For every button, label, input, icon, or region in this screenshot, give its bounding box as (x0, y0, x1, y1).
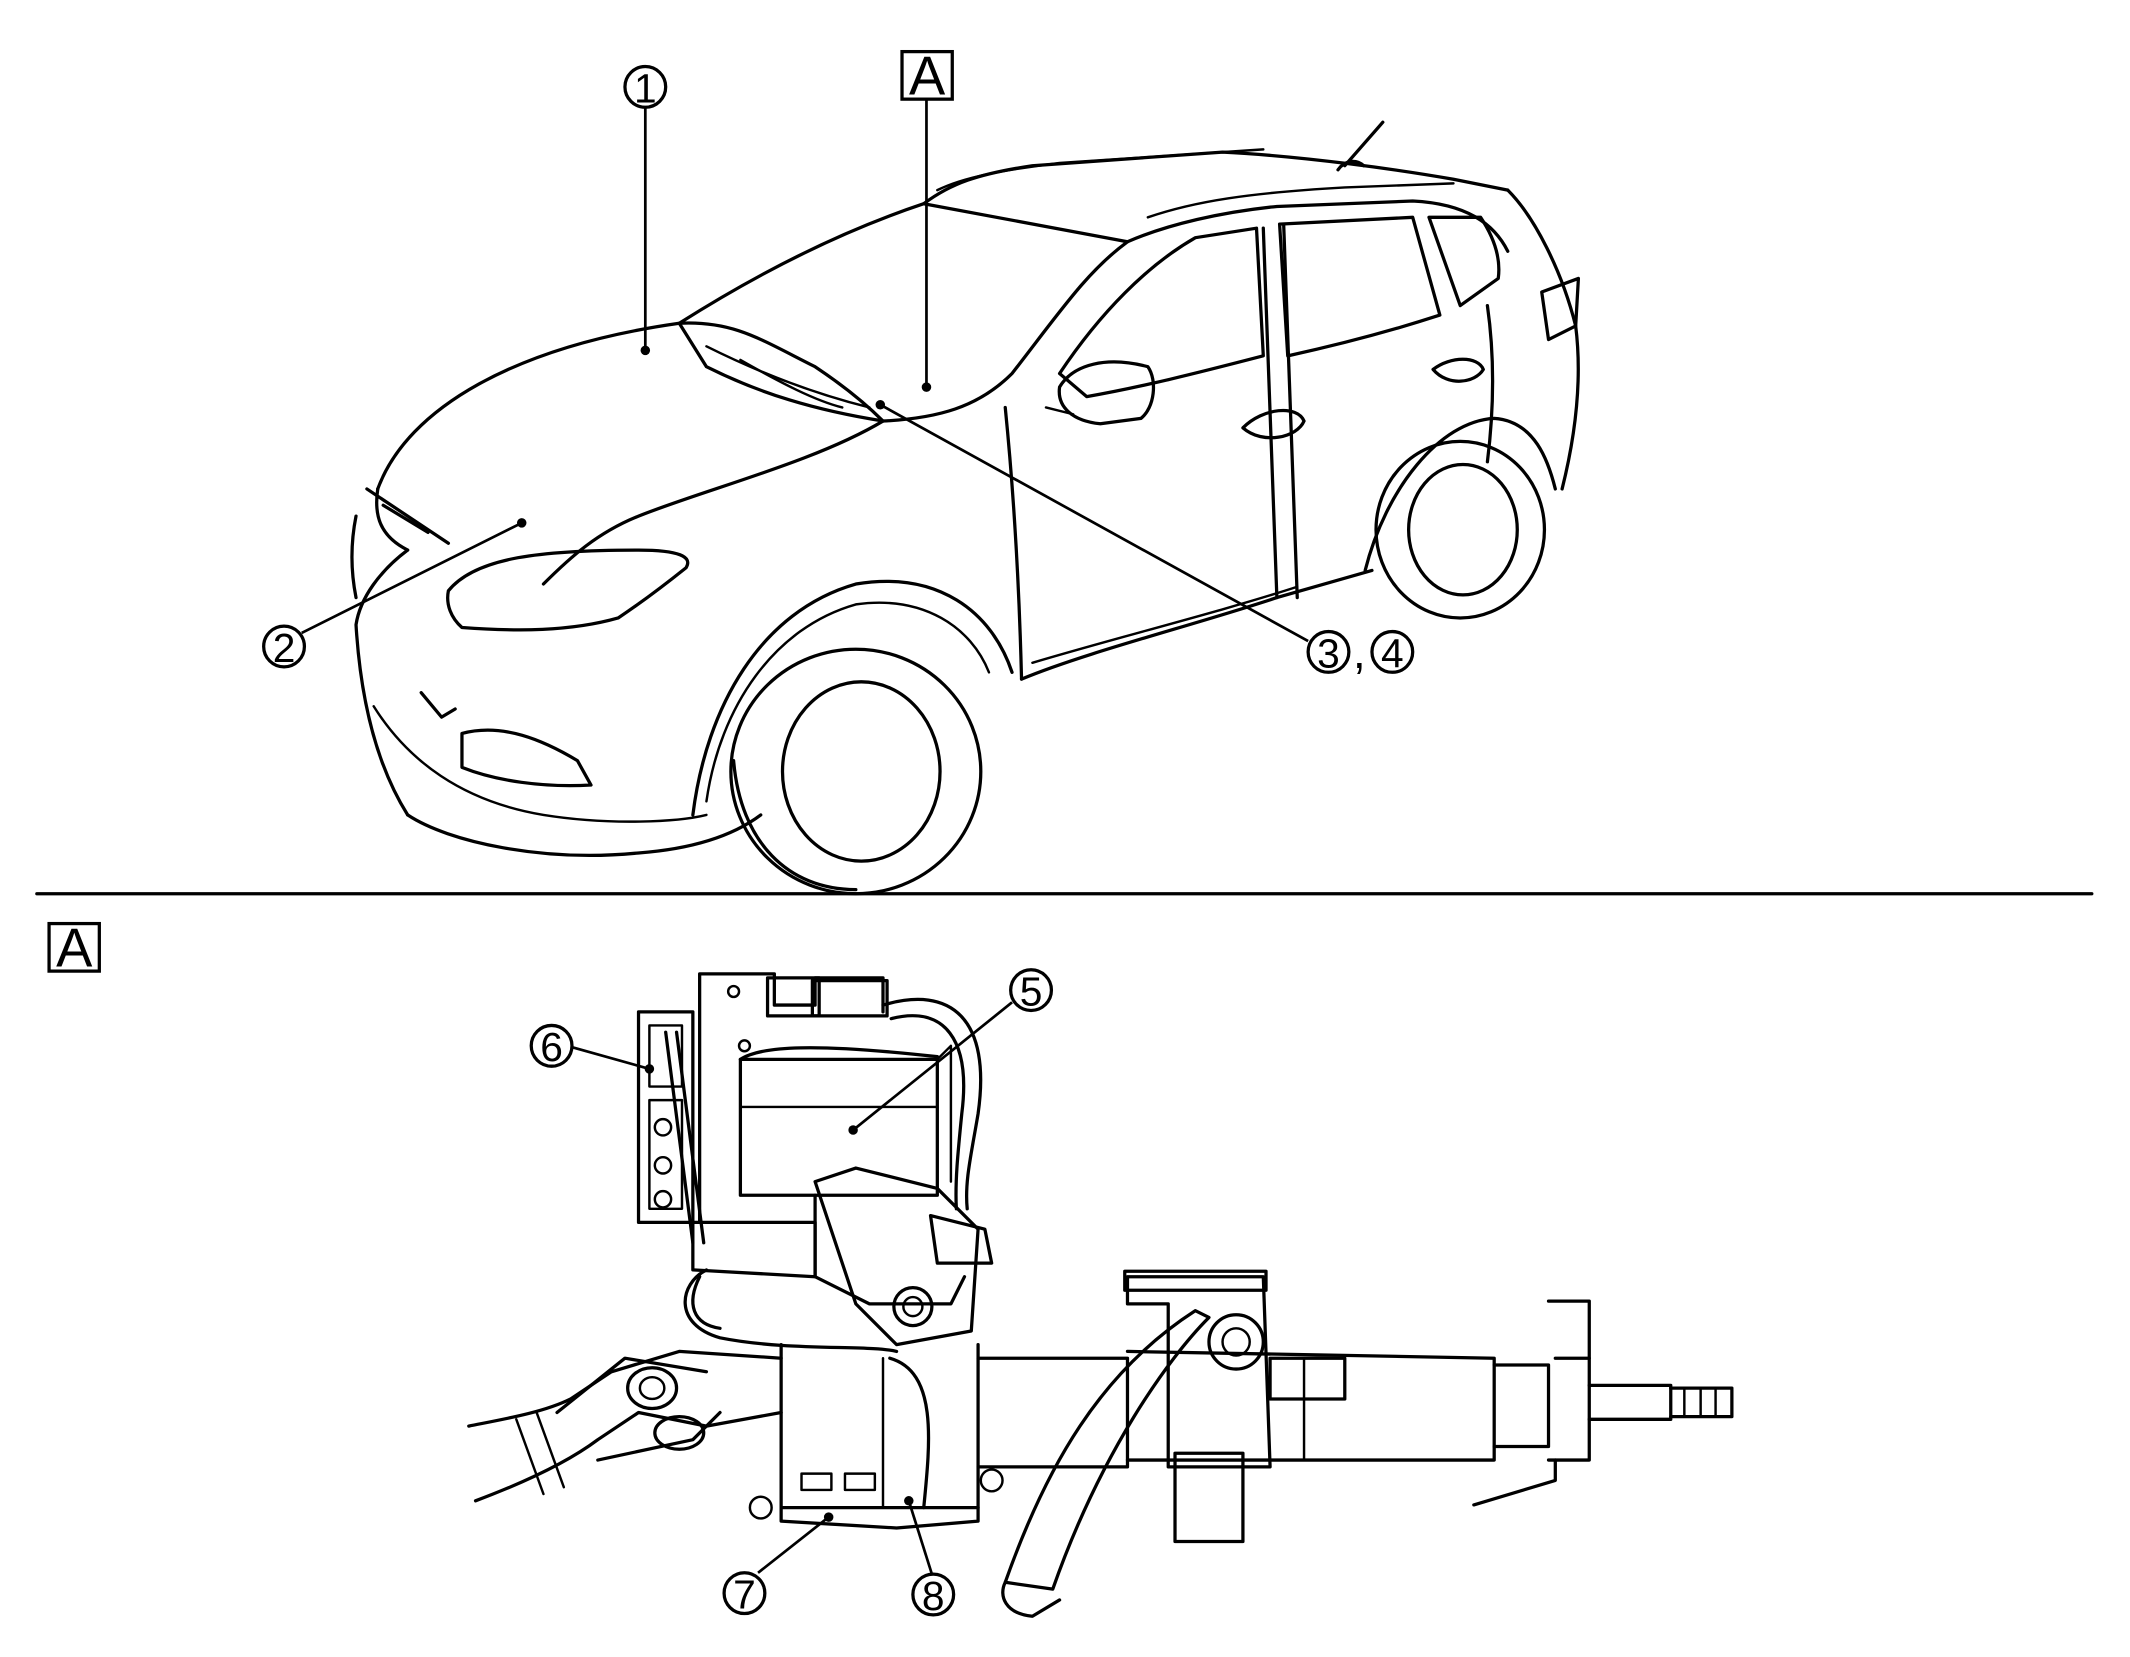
callout-5: 5 (1009, 968, 1054, 1014)
callout-4-label: 4 (1381, 630, 1404, 676)
callout-1-label: 1 (634, 65, 657, 111)
callout-2-label: 2 (273, 625, 296, 671)
callout-8: 8 (911, 1572, 956, 1619)
detail-label-section: A (47, 918, 101, 979)
callout-4: 4 (1370, 629, 1415, 676)
steering-column-illustration (467, 972, 1734, 1618)
callout-6-label: 6 (540, 1024, 563, 1070)
callout-2: 2 (262, 624, 307, 671)
detail-label-top: A (900, 46, 954, 107)
callout-3: 3 (1306, 629, 1351, 676)
callout-6: 6 (529, 1023, 574, 1070)
vehicle-illustration (350, 120, 1581, 896)
detail-label-top-text: A (909, 46, 946, 107)
detail-label-section-text: A (56, 918, 93, 979)
callout-separator: , (1353, 626, 1366, 678)
callout-8-label: 8 (922, 1573, 945, 1619)
callout-7-label: 7 (733, 1572, 756, 1618)
callout-5-label: 5 (1020, 968, 1043, 1014)
leader-lines (301, 99, 1309, 1575)
callout-7: 7 (722, 1571, 767, 1618)
callout-1: 1 (623, 64, 668, 111)
callout-3-label: 3 (1317, 630, 1340, 676)
